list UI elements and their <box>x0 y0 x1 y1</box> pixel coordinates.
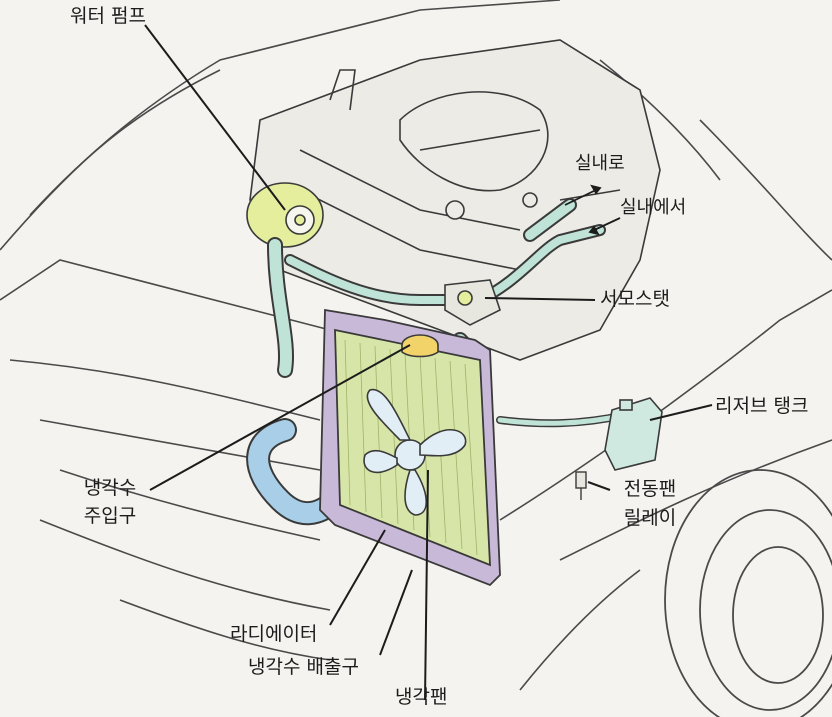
cooling-fan-label: 냉각팬 <box>395 686 448 708</box>
fan-relay <box>575 471 587 500</box>
to-cabin-label: 실내로 <box>575 153 625 174</box>
radiator-drain-label-line2: 냉각수 배출구 <box>248 656 359 678</box>
fan-relay-label-line2: 릴레이 <box>623 507 677 529</box>
coolant-inlet-label-line1: 냉각수 <box>83 477 137 499</box>
reserve-tank <box>604 397 663 471</box>
reserve-tank-label: 리저브 탱크 <box>715 395 809 417</box>
radiator-cap <box>401 334 439 358</box>
coolant-inlet-label-line2: 주입구 <box>83 505 137 527</box>
flow-arrows <box>564 184 621 236</box>
thermostat-label: 서모스탯 <box>600 288 670 310</box>
cooling-fan <box>363 388 467 516</box>
radiator-drain-label-line1: 라디에이터 <box>230 623 318 645</box>
front-wheel <box>664 469 832 717</box>
from-cabin-label: 실내에서 <box>620 197 687 218</box>
water-pump <box>246 182 324 248</box>
fan-relay-label-line1: 전동팬 <box>623 478 677 500</box>
thermostat-housing <box>444 279 501 326</box>
water-pump-label: 워터 펌프 <box>70 5 146 27</box>
leader-lines <box>144 24 713 701</box>
